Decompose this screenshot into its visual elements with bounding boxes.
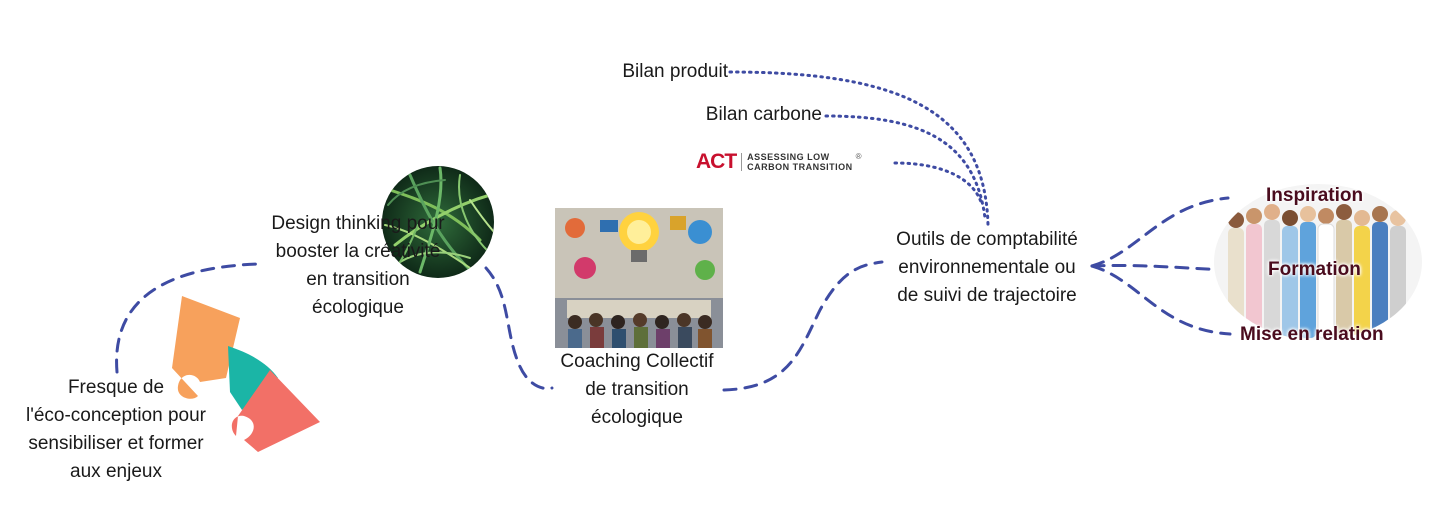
act-logo: ACT ASSESSING LOW CARBON TRANSITION ® — [696, 150, 886, 174]
act-logo-registered: ® — [855, 152, 862, 161]
connector-outils-formation — [1090, 263, 1230, 272]
node-coaching-label: Coaching Collectif de transition écologi… — [560, 351, 714, 428]
act-logo-tagline-line1: ASSESSING LOW — [747, 152, 830, 162]
connector-fresque-design — [115, 262, 260, 374]
outcome-formation: Formation — [1268, 259, 1361, 280]
act-logo-tagline: ASSESSING LOW CARBON TRANSITION — [747, 152, 853, 172]
outcome-inspiration: Inspiration — [1266, 185, 1364, 206]
connector-bilan-produit — [728, 70, 990, 227]
node-outils-label: Outils de comptabilité environnementale … — [896, 229, 1078, 306]
group-of-people-image — [1214, 184, 1422, 340]
tool-bilan-carbone-label: Bilan carbone — [705, 104, 822, 125]
puzzle-icon — [172, 296, 320, 452]
connector-bilan-carbone — [824, 114, 987, 220]
jungle-leaves-image — [382, 166, 494, 278]
connector-coaching-outils — [722, 260, 884, 392]
act-logo-separator — [741, 153, 743, 171]
connector-outils-mise-en-relation — [1090, 264, 1232, 336]
node-design-thinking-label: Design thinking pour booster la créativi… — [271, 213, 445, 318]
connector-outils-inspiration — [1090, 196, 1230, 268]
tool-bilan-produit-label: Bilan produit — [622, 61, 728, 82]
connector-design-coaching — [484, 266, 554, 391]
outcome-mise-en-relation: Mise en relation — [1240, 324, 1384, 345]
lightbulb-meeting-image — [555, 208, 723, 348]
act-logo-tagline-line2: CARBON TRANSITION — [747, 162, 853, 172]
act-logo-mark: ACT — [696, 150, 737, 173]
node-fresque-label: Fresque de l'éco-conception pour sensibi… — [25, 377, 207, 482]
connector-act — [893, 161, 984, 207]
